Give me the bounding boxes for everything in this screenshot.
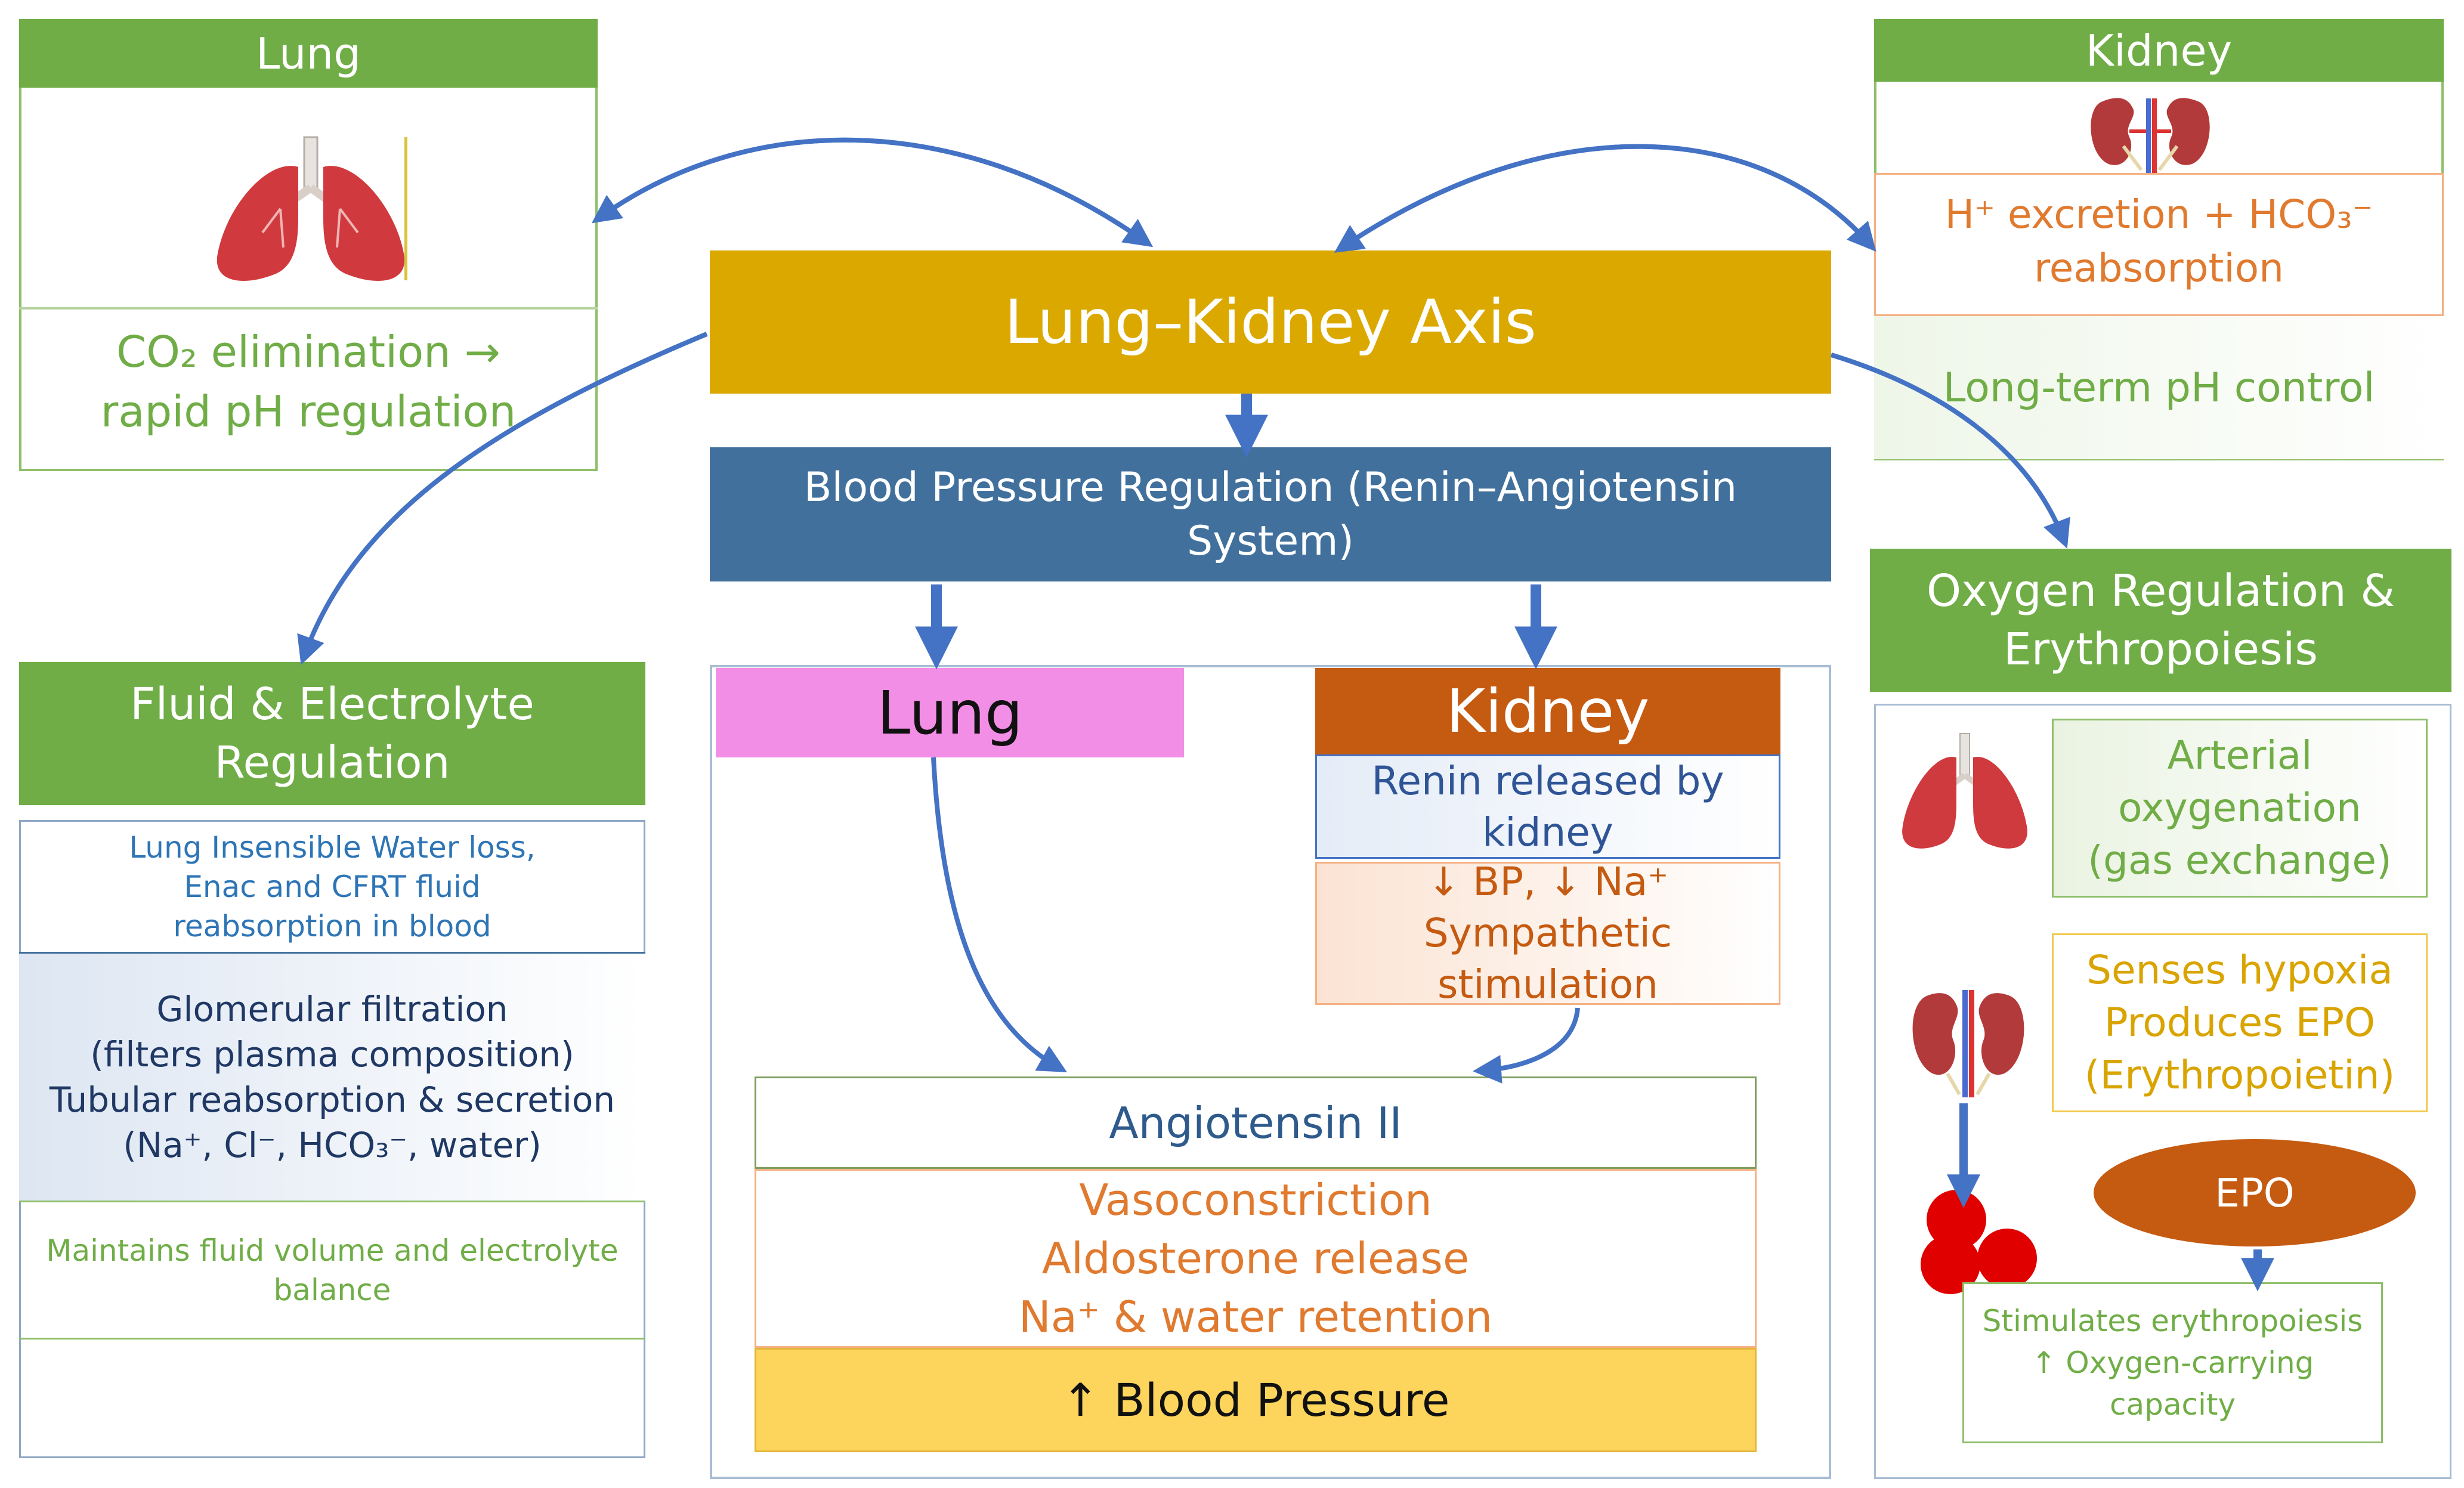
lung-panel-line-1: CO₂ elimination →: [116, 327, 501, 377]
result-box: ↑ Blood Pressure: [755, 1348, 1757, 1452]
lung-panel-line-2: rapid pH regulation: [100, 386, 517, 437]
renin-line-1: Renin released by: [1371, 757, 1724, 804]
kidney-panel-title-text: Kidney: [2085, 25, 2233, 76]
stimuli-line-2: Sympathetic: [1423, 910, 1672, 956]
fluid-kidney-line-1: Glomerular filtration: [156, 989, 508, 1029]
oxygen-lungs-icon: [1902, 733, 2027, 849]
fluid-summary-box: Maintains fluid volume and electrolyte b…: [19, 1202, 645, 1339]
renin-box: Renin released by kidney: [1315, 754, 1780, 859]
arterial-line-2: oxygenation: [2118, 785, 2361, 831]
hypoxia-line-3: (Erythropoietin): [2084, 1052, 2395, 1098]
epo-label: EPO: [2215, 1170, 2295, 1216]
lung-panel-title-text: Lung: [256, 28, 361, 79]
bp-line-2: System): [1186, 517, 1355, 565]
fluid-kidney-box: Glomerular filtration (filters plasma co…: [19, 952, 645, 1202]
axis-title-box: Lung–Kidney Axis: [710, 250, 1831, 394]
result-label: ↑ Blood Pressure: [1061, 1373, 1450, 1427]
arrow-kidney-axis: [1334, 144, 1872, 253]
oxygen-panel-title: Oxygen Regulation & Erythropoiesis: [1870, 549, 2451, 692]
hypoxia-line-2: Produces EPO: [2104, 1000, 2376, 1045]
arrow-lung-axis: [598, 137, 1154, 248]
effect-line-3: Na⁺ & water retention: [1018, 1292, 1493, 1342]
bp-lung-label: Lung: [877, 678, 1023, 748]
bp-kidney-label: Kidney: [1446, 676, 1650, 746]
fluid-kidney-line-3: Tubular reabsorption & secretion: [49, 1079, 616, 1120]
fluid-title-line-2: Regulation: [214, 737, 450, 788]
lung-panel-divider: [19, 307, 598, 310]
bp-regulation-box: Blood Pressure Regulation (Renin–Angiote…: [710, 447, 1831, 581]
epo-ellipse: EPO: [2094, 1139, 2416, 1246]
angiotensin-label: Angiotensin II: [1109, 1097, 1402, 1148]
fluid-lung-line-2: Enac and CFRT fluid: [184, 870, 481, 904]
fluid-title-line-1: Fluid & Electrolyte: [130, 679, 534, 730]
oxygen-kidney-icon: [1912, 990, 2024, 1097]
axis-title: Lung–Kidney Axis: [1004, 286, 1536, 358]
effect-line-2: Aldosterone release: [1041, 1233, 1470, 1283]
stimuli-line-1: ↓ BP, ↓ Na⁺: [1427, 859, 1669, 905]
kidney-ph-control: Long-term pH control: [1874, 316, 2444, 459]
fluid-summary-line-1: Maintains fluid volume and electrolyte: [46, 1233, 619, 1268]
kidney-ph-control-text: Long-term pH control: [1943, 364, 2375, 412]
kidneys-icon: [2091, 98, 2210, 173]
bp-kidney-label-box: Kidney: [1315, 668, 1780, 754]
effects-box: Vasoconstriction Aldosterone release Na⁺…: [755, 1169, 1757, 1348]
bp-lung-label-box: Lung: [716, 668, 1184, 757]
fluid-summary-line-2: balance: [273, 1272, 391, 1307]
stimulates-box: Stimulates erythropoiesis ↑ Oxygen-carry…: [1962, 1282, 2383, 1443]
lung-panel-text: CO₂ elimination → rapid pH regulation: [19, 322, 598, 441]
arterial-box: Arterial oxygenation (gas exchange): [2052, 719, 2428, 898]
angiotensin-box: Angiotensin II: [755, 1076, 1757, 1169]
fluid-lung-line-1: Lung Insensible Water loss,: [129, 830, 536, 865]
lungs-icon: [217, 136, 407, 281]
fluid-kidney-line-2: (filters plasma composition): [90, 1034, 574, 1075]
bp-line-1: Blood Pressure Regulation (Renin–Angiote…: [803, 463, 1738, 511]
kidney-panel-title: Kidney: [1874, 19, 2444, 82]
oxygen-title-line-1: Oxygen Regulation &: [1926, 565, 2395, 617]
kidney-acid-box: [1874, 173, 2444, 316]
hypoxia-box: Senses hypoxia Produces EPO (Erythropoie…: [2052, 933, 2428, 1112]
fluid-panel-title: Fluid & Electrolyte Regulation: [19, 662, 645, 805]
arterial-line-1: Arterial: [2167, 732, 2312, 778]
effect-line-1: Vasoconstriction: [1079, 1175, 1432, 1225]
kidney-acid-text: H⁺ excretion + HCO₃⁻ reabsorption: [1874, 188, 2444, 295]
stimulates-line-1: Stimulates erythropoiesis: [1982, 1304, 2363, 1338]
arterial-line-3: (gas exchange): [2088, 837, 2392, 883]
arrow-axis-lung: [591, 137, 1147, 244]
fluid-lung-box: Lung Insensible Water loss, Enac and CFR…: [19, 822, 645, 952]
kidney-acid-line-2: reabsorption: [2034, 245, 2284, 291]
stimulates-line-2: ↑ Oxygen-carrying capacity: [2031, 1345, 2314, 1422]
kidney-acid-line-1: H⁺ excretion + HCO₃⁻: [1944, 191, 2373, 237]
oxygen-title-line-2: Erythropoiesis: [2004, 624, 2318, 675]
fluid-lung-line-3: reabsorption in blood: [173, 909, 491, 943]
hypoxia-line-1: Senses hypoxia: [2086, 947, 2393, 993]
stimuli-line-3: stimulation: [1437, 961, 1658, 1007]
renin-line-2: kidney: [1482, 809, 1613, 855]
fluid-kidney-line-4: (Na⁺, Cl⁻, HCO₃⁻, water): [123, 1125, 542, 1165]
arrow-axis-kidney: [1340, 144, 1876, 252]
stimuli-box: ↓ BP, ↓ Na⁺ Sympathetic stimulation: [1315, 859, 1780, 1007]
red-blood-cells-icon: [1921, 1190, 2037, 1294]
lung-panel-title: Lung: [19, 19, 598, 88]
